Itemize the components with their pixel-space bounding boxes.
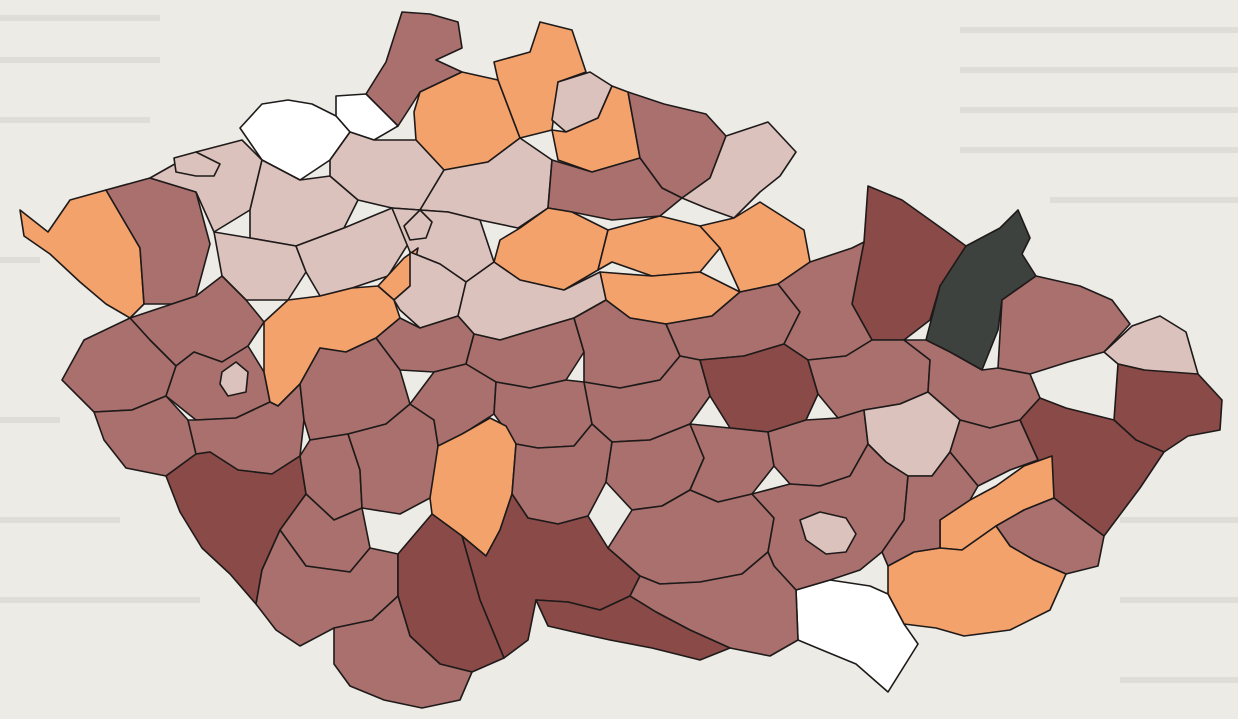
district-bf[interactable] xyxy=(689,423,775,503)
district-bo[interactable] xyxy=(887,525,1067,637)
district-bs[interactable] xyxy=(881,451,979,567)
district-bp[interactable] xyxy=(795,579,919,693)
district-i[interactable] xyxy=(681,121,797,219)
district-bv[interactable] xyxy=(799,511,857,555)
district-az[interactable] xyxy=(699,343,819,433)
district-bx[interactable] xyxy=(403,209,433,241)
district-bz[interactable] xyxy=(333,595,473,709)
district-bw[interactable] xyxy=(173,151,221,177)
district-by[interactable] xyxy=(535,595,731,661)
district-aw[interactable] xyxy=(409,363,497,459)
district-ak[interactable] xyxy=(219,361,249,397)
district-ac[interactable] xyxy=(997,275,1131,375)
district-j[interactable] xyxy=(19,189,145,319)
